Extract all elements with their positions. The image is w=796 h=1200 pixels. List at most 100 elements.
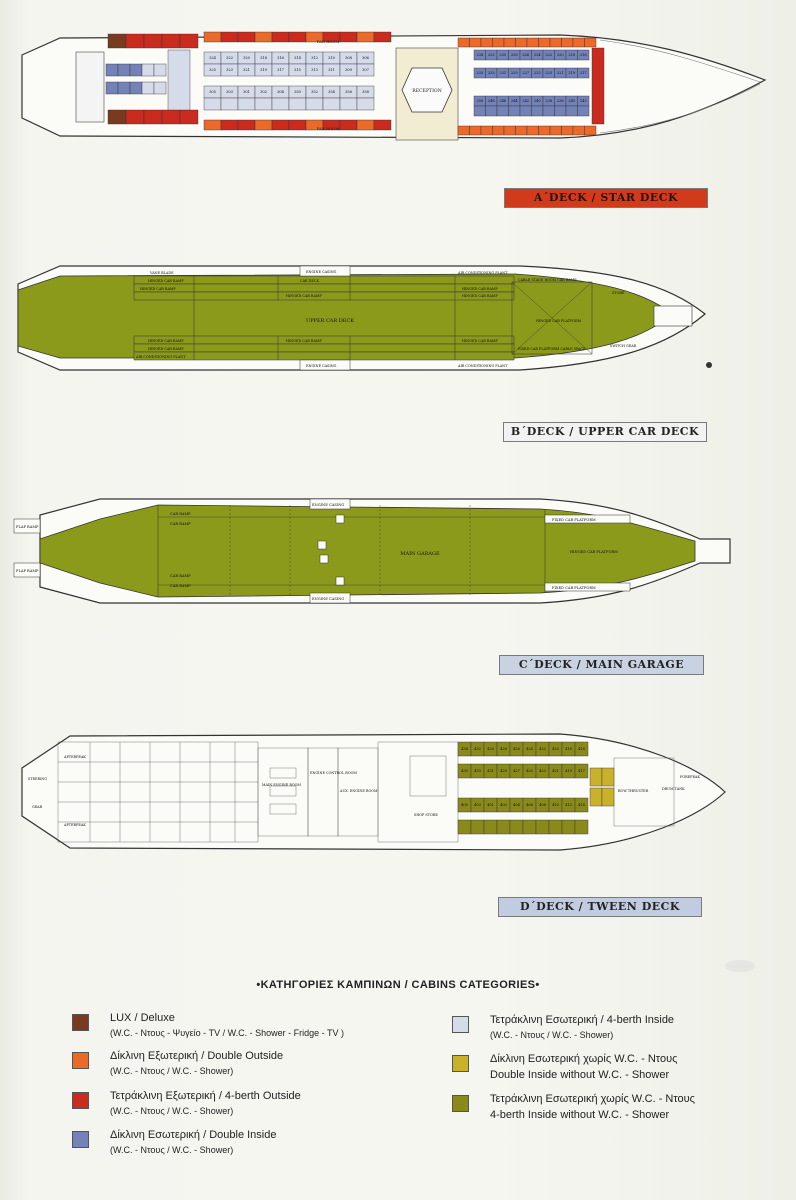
cabin-double-outside xyxy=(480,125,493,136)
cabin-4berth-inside xyxy=(288,97,307,111)
b-ramp-9: HINGED CAR RAMP xyxy=(462,339,498,343)
d-shop-store: SHOP STORE xyxy=(414,813,438,817)
c-engine-casing-top: ENGINE CASING xyxy=(312,503,344,507)
cabin-double-outside xyxy=(561,37,574,48)
cabin-double-inside xyxy=(473,105,486,117)
cabin-double-outside xyxy=(549,125,562,136)
cabin-4berth-inside xyxy=(254,97,273,111)
cabin-number: 240 xyxy=(534,99,542,103)
c-hinged-platform: HINGED CAR PLATFORM xyxy=(570,550,618,554)
cabin-double-inside-no-wc xyxy=(589,767,603,787)
b-engine-casing-top: ENGINE CASING xyxy=(306,270,337,274)
d-afterpeak-top: AFTERPEAK xyxy=(63,755,86,759)
cabin-outside xyxy=(220,119,239,131)
legend-sublabel: (W.C. - Ντους / W.C. - Shower) xyxy=(110,1066,234,1076)
cabin-number: 218 xyxy=(568,53,576,57)
d-drum-tank: DRUM TANK xyxy=(662,787,685,791)
cabin-double-outside xyxy=(561,125,574,136)
cabin-number: 410 xyxy=(552,803,560,807)
cabin-number: 245 xyxy=(568,99,576,103)
cabin-number: 430 xyxy=(487,747,495,751)
cabin-4berth-inside-no-wc xyxy=(574,741,589,757)
deck-b-label: B΄DECK / UPPER CAR DECK xyxy=(503,422,707,442)
b-vane-blade: VANE BLADE xyxy=(149,271,174,275)
cabin-number: 311 xyxy=(328,68,335,72)
cabin-number: 402 xyxy=(500,803,507,807)
cabin-number: 434 xyxy=(461,747,469,751)
b-store: STORE xyxy=(612,291,625,295)
cabin-number: 321 xyxy=(243,68,250,72)
cabin-inside xyxy=(117,63,131,77)
cabin-4berth-inside xyxy=(322,97,341,111)
print-mark xyxy=(706,362,712,368)
cabin-4berth-inside-no-wc xyxy=(509,819,524,835)
cabin-number: 319 xyxy=(260,68,268,72)
cabin-double-outside xyxy=(526,125,539,136)
b-ramp-2: HINGED CAR RAMP xyxy=(140,287,176,291)
cabin-double-outside xyxy=(515,37,528,48)
d-steering: STEERING xyxy=(28,777,47,781)
cabin-number: 232 xyxy=(488,53,495,57)
cabin-outside xyxy=(143,33,163,49)
legend-swatch xyxy=(452,1016,469,1033)
cabin-outside xyxy=(220,31,239,43)
cabin-4berth-inside xyxy=(203,97,222,111)
cabin-inside xyxy=(153,63,167,77)
cabin-double-inside-no-wc xyxy=(589,787,603,807)
cabin-number: 426 xyxy=(513,747,521,751)
cabin-double-inside xyxy=(577,49,590,61)
b-ac-left: AIR CONDITIONING PLANT xyxy=(135,355,186,359)
cabin-4berth-inside-no-wc xyxy=(548,819,563,835)
cabin-outside xyxy=(339,119,358,131)
cabin-number: 238 xyxy=(545,99,553,103)
cabin-number: 316 xyxy=(277,56,285,60)
cabin-number: 302 xyxy=(260,90,267,94)
b-main-label: UPPER CAR DECK xyxy=(306,318,354,324)
cabin-double-outside xyxy=(492,37,505,48)
cabin-4berth-inside-no-wc xyxy=(522,819,537,835)
cabin-number: 412 xyxy=(565,803,572,807)
cabin-4berth-inside xyxy=(167,49,191,111)
legend-swatch xyxy=(72,1014,89,1031)
cabin-number: 416 xyxy=(578,747,586,751)
legend-label: Τετράκλινη Εσωτερική χωρίς W.C. - Ντους xyxy=(490,1093,695,1105)
cabin-outside xyxy=(356,119,375,131)
cabin-double-outside xyxy=(572,125,585,136)
cabin-number: 303 xyxy=(226,90,234,94)
cabin-number: 306 xyxy=(362,56,370,60)
cabin-number: 322 xyxy=(226,56,233,60)
cabin-inside xyxy=(105,81,119,95)
cabin-double-outside xyxy=(538,125,551,136)
cabin-number: 432 xyxy=(474,747,481,751)
cabin-number: 221 xyxy=(557,71,564,75)
cabin-number: 219 xyxy=(568,71,576,75)
cabin-double-inside xyxy=(577,67,590,79)
cabin-number: 358 xyxy=(362,90,370,94)
cabin-number: 227 xyxy=(522,71,530,75)
cabin-4berth-inside-no-wc xyxy=(535,819,550,835)
cabin-number: 423 xyxy=(539,769,547,773)
cabin-outside xyxy=(237,31,256,43)
deck-c-plan: CAR RAMP CAR RAMP CAR RAMP CAR RAMP ENGI… xyxy=(13,498,731,604)
cabin-number: 315 xyxy=(294,68,302,72)
c-flap-ramp-top: FLAP RAMP xyxy=(16,525,39,529)
cabin-number: 356 xyxy=(345,90,353,94)
cabin-double-inside-no-wc xyxy=(601,787,615,807)
cabin-outside xyxy=(179,33,199,49)
cabin-outside xyxy=(373,31,392,43)
cabin-double-inside xyxy=(485,105,498,117)
cabin-outside xyxy=(288,119,307,131)
deck-d-label: D΄DECK / TWEEN DECK xyxy=(498,897,702,917)
cabin-outside xyxy=(288,31,307,43)
cabin-number: 242 xyxy=(522,99,529,103)
legend-swatch xyxy=(72,1131,89,1148)
cabin-outside xyxy=(143,109,163,125)
cabin-number: 435 xyxy=(461,769,469,773)
cabin-number: 403 xyxy=(474,803,482,807)
cabin-number: 419 xyxy=(565,769,573,773)
deck-c-label: C΄DECK / MAIN GARAGE xyxy=(499,655,704,675)
deck-a-plan: 3243253053223233033203213013183193023163… xyxy=(21,31,767,141)
cabin-outside xyxy=(254,31,273,43)
cabin-number: 226 xyxy=(522,53,530,57)
cabin-number: 405 xyxy=(461,803,469,807)
